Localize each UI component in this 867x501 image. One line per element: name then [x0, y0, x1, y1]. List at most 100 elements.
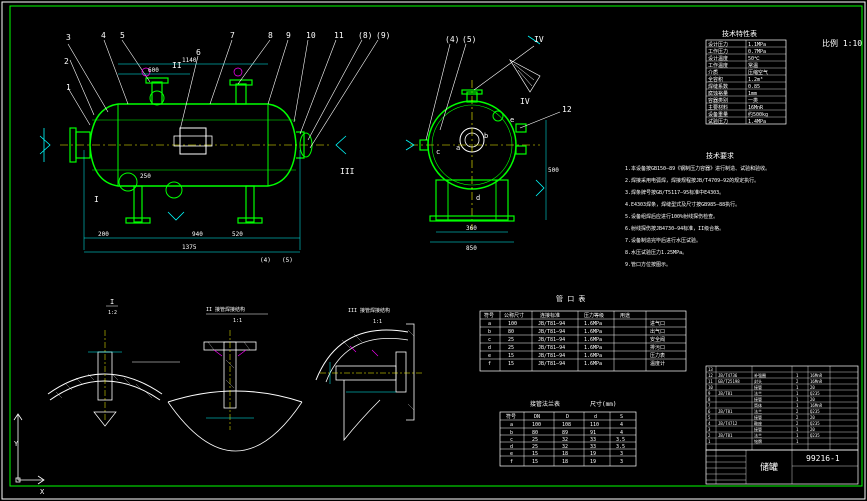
svg-text:89: 89 [562, 430, 568, 436]
svg-text:2: 2 [796, 409, 799, 414]
svg-text:(4): (4) [260, 257, 271, 264]
side-saddle [435, 179, 509, 221]
svg-text:19: 19 [590, 459, 596, 465]
svg-text:1: 1 [796, 385, 799, 390]
right-saddle [245, 185, 255, 223]
svg-text:温度计: 温度计 [650, 360, 665, 367]
svg-text:6: 6 [708, 409, 711, 414]
svg-text:c: c [510, 437, 513, 443]
svg-text:JB/T81: JB/T81 [718, 433, 733, 438]
svg-text:JB/T81—94: JB/T81—94 [538, 361, 565, 367]
svg-text:1: 1 [796, 373, 799, 378]
drawing-name: 储罐 [760, 461, 778, 473]
svg-text:20: 20 [810, 385, 815, 390]
svg-text:D: D [566, 414, 569, 420]
svg-text:d: d [510, 444, 513, 450]
svg-text:1.4MPa: 1.4MPa [748, 119, 766, 125]
left-saddle [133, 185, 143, 223]
svg-text:b: b [484, 132, 488, 140]
svg-text:f: f [510, 459, 513, 465]
svg-text:主要材料: 主要材料 [708, 104, 728, 111]
svg-text:1.6MPa: 1.6MPa [584, 361, 602, 367]
svg-text:18: 18 [562, 459, 568, 465]
svg-text:1.6MPa: 1.6MPa [584, 337, 602, 343]
svg-text:II: II [172, 61, 182, 70]
svg-text:5.设备组焊后应进行100%射线探伤检查。: 5.设备组焊后应进行100%射线探伤检查。 [625, 213, 718, 220]
svg-text:a: a [456, 144, 460, 152]
svg-text:15: 15 [532, 451, 538, 457]
svg-text:5: 5 [120, 31, 125, 40]
svg-text:压力等级: 压力等级 [584, 312, 604, 319]
svg-text:1375: 1375 [182, 244, 197, 251]
svg-text:360: 360 [466, 225, 477, 232]
svg-text:JB/T4712: JB/T4712 [718, 421, 738, 426]
svg-text:II 接管焊接结构: II 接管焊接结构 [206, 306, 245, 313]
svg-text:1.6MPa: 1.6MPa [584, 329, 602, 335]
top-nozzle-2 [235, 83, 247, 105]
svg-text:1: 1 [796, 433, 799, 438]
svg-text:JB/T81—94: JB/T81—94 [538, 345, 565, 351]
svg-text:常温: 常温 [748, 62, 758, 69]
svg-text:工作温度: 工作温度 [708, 62, 728, 69]
svg-text:1.6MPa: 1.6MPa [584, 345, 602, 351]
svg-text:补强圈: 补强圈 [754, 372, 766, 378]
svg-text:15: 15 [508, 353, 514, 359]
svg-text:18: 18 [562, 451, 568, 457]
svg-text:全容积: 全容积 [708, 76, 723, 83]
svg-text:Q235: Q235 [810, 433, 820, 438]
svg-text:4: 4 [620, 430, 623, 436]
svg-text:7: 7 [708, 403, 711, 408]
svg-text:3.5: 3.5 [616, 437, 625, 443]
svg-text:1mm: 1mm [748, 91, 757, 97]
svg-text:1.1MPa: 1.1MPa [748, 42, 766, 48]
svg-text:2: 2 [796, 415, 799, 420]
svg-text:Q235: Q235 [810, 391, 820, 396]
svg-text:f: f [488, 361, 491, 367]
svg-text:设计温度: 设计温度 [708, 55, 728, 62]
svg-text:出气口: 出气口 [650, 328, 665, 335]
svg-text:9: 9 [708, 391, 711, 396]
svg-text:安全阀: 安全阀 [650, 336, 665, 343]
svg-text:16MnR: 16MnR [748, 105, 764, 111]
svg-text:16MnR: 16MnR [810, 379, 823, 384]
svg-text:7: 7 [230, 31, 235, 40]
svg-text:25: 25 [532, 437, 538, 443]
svg-text:b: b [510, 430, 513, 436]
svg-text:e: e [488, 353, 491, 359]
svg-text:JB/T4736: JB/T4736 [718, 373, 738, 378]
svg-text:2: 2 [796, 379, 799, 384]
svg-text:500: 500 [548, 167, 559, 174]
svg-text:80: 80 [508, 329, 514, 335]
svg-text:25: 25 [532, 444, 538, 450]
svg-text:9.管口方位按图示。: 9.管口方位按图示。 [625, 261, 671, 268]
svg-text:850: 850 [466, 245, 477, 252]
svg-text:符号: 符号 [484, 312, 494, 319]
svg-text:7.设备制造完毕后进行水压试验。: 7.设备制造完毕后进行水压试验。 [625, 237, 701, 244]
top-nozzle-1 [151, 81, 163, 105]
side-view [405, 35, 561, 243]
tech-requirements: 技术要求 1.本设备按GB150—89《钢制压力容器》进行制造、试验和验收。 2… [625, 151, 770, 268]
svg-text:一类: 一类 [748, 97, 758, 104]
svg-text:19: 19 [590, 451, 596, 457]
svg-text:c: c [488, 337, 491, 343]
svg-text:940: 940 [192, 231, 203, 238]
svg-text:排污口: 排污口 [650, 344, 665, 351]
svg-text:10: 10 [708, 385, 713, 390]
svg-text:100: 100 [532, 422, 541, 428]
svg-text:S: S [620, 414, 623, 420]
detail-1: I 1:2 [47, 298, 180, 427]
svg-text:JB/T81—94: JB/T81—94 [538, 321, 565, 327]
svg-text:DN: DN [534, 414, 540, 420]
svg-text:1: 1 [796, 439, 799, 444]
svg-text:8.水压试验压力1.25MPa。: 8.水压试验压力1.25MPa。 [625, 249, 687, 256]
svg-text:100: 100 [508, 321, 517, 327]
svg-text:c: c [436, 148, 440, 156]
svg-text:IV: IV [520, 97, 530, 106]
svg-text:1: 1 [796, 427, 799, 432]
svg-text:25: 25 [508, 345, 514, 351]
svg-text:8: 8 [708, 397, 711, 402]
svg-text:焊缝系数: 焊缝系数 [708, 83, 728, 90]
